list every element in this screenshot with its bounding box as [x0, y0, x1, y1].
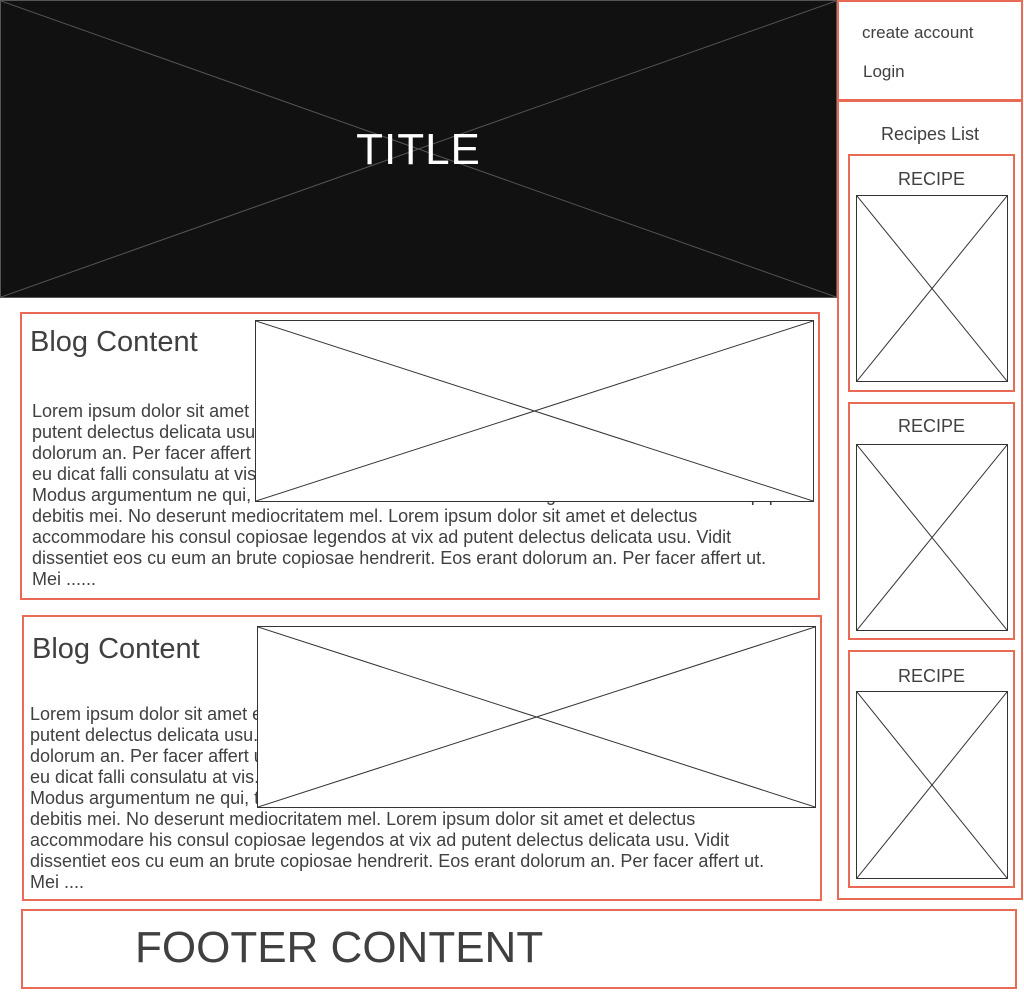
recipe-image-placeholder: [856, 444, 1008, 631]
account-panel: create account Login: [837, 0, 1023, 101]
recipe-image-placeholder: [856, 195, 1008, 382]
hero-banner: TITLE: [0, 0, 837, 298]
recipe-image-placeholder: [856, 691, 1008, 879]
recipe-card[interactable]: RECIPE: [848, 154, 1015, 392]
blog-image-placeholder: [255, 320, 814, 502]
blog-title: Blog Content: [30, 326, 198, 358]
blog-post: Blog Content Lorem ipsum dolor sit amet …: [22, 615, 822, 901]
page-title: TITLE: [356, 125, 481, 174]
footer-text: FOOTER CONTENT: [135, 923, 544, 972]
login-link[interactable]: Login: [863, 62, 905, 81]
blog-post: Blog Content Lorem ipsum dolor sit amet …: [20, 312, 820, 600]
recipe-label: RECIPE: [897, 416, 966, 436]
recipes-list-panel: Recipes List RECIPE RECIPE RECIPE: [837, 100, 1023, 900]
recipes-list-title: Recipes List: [880, 124, 980, 144]
footer: FOOTER CONTENT: [21, 909, 1017, 989]
recipe-label: RECIPE: [897, 666, 966, 686]
recipe-label: RECIPE: [897, 169, 966, 189]
blog-title: Blog Content: [32, 633, 200, 665]
blog-image-placeholder: [257, 626, 816, 808]
hero-image-placeholder: [1, 1, 836, 297]
recipe-card[interactable]: RECIPE: [848, 402, 1015, 640]
recipe-card[interactable]: RECIPE: [848, 650, 1015, 888]
create-account-link[interactable]: create account: [862, 23, 974, 42]
